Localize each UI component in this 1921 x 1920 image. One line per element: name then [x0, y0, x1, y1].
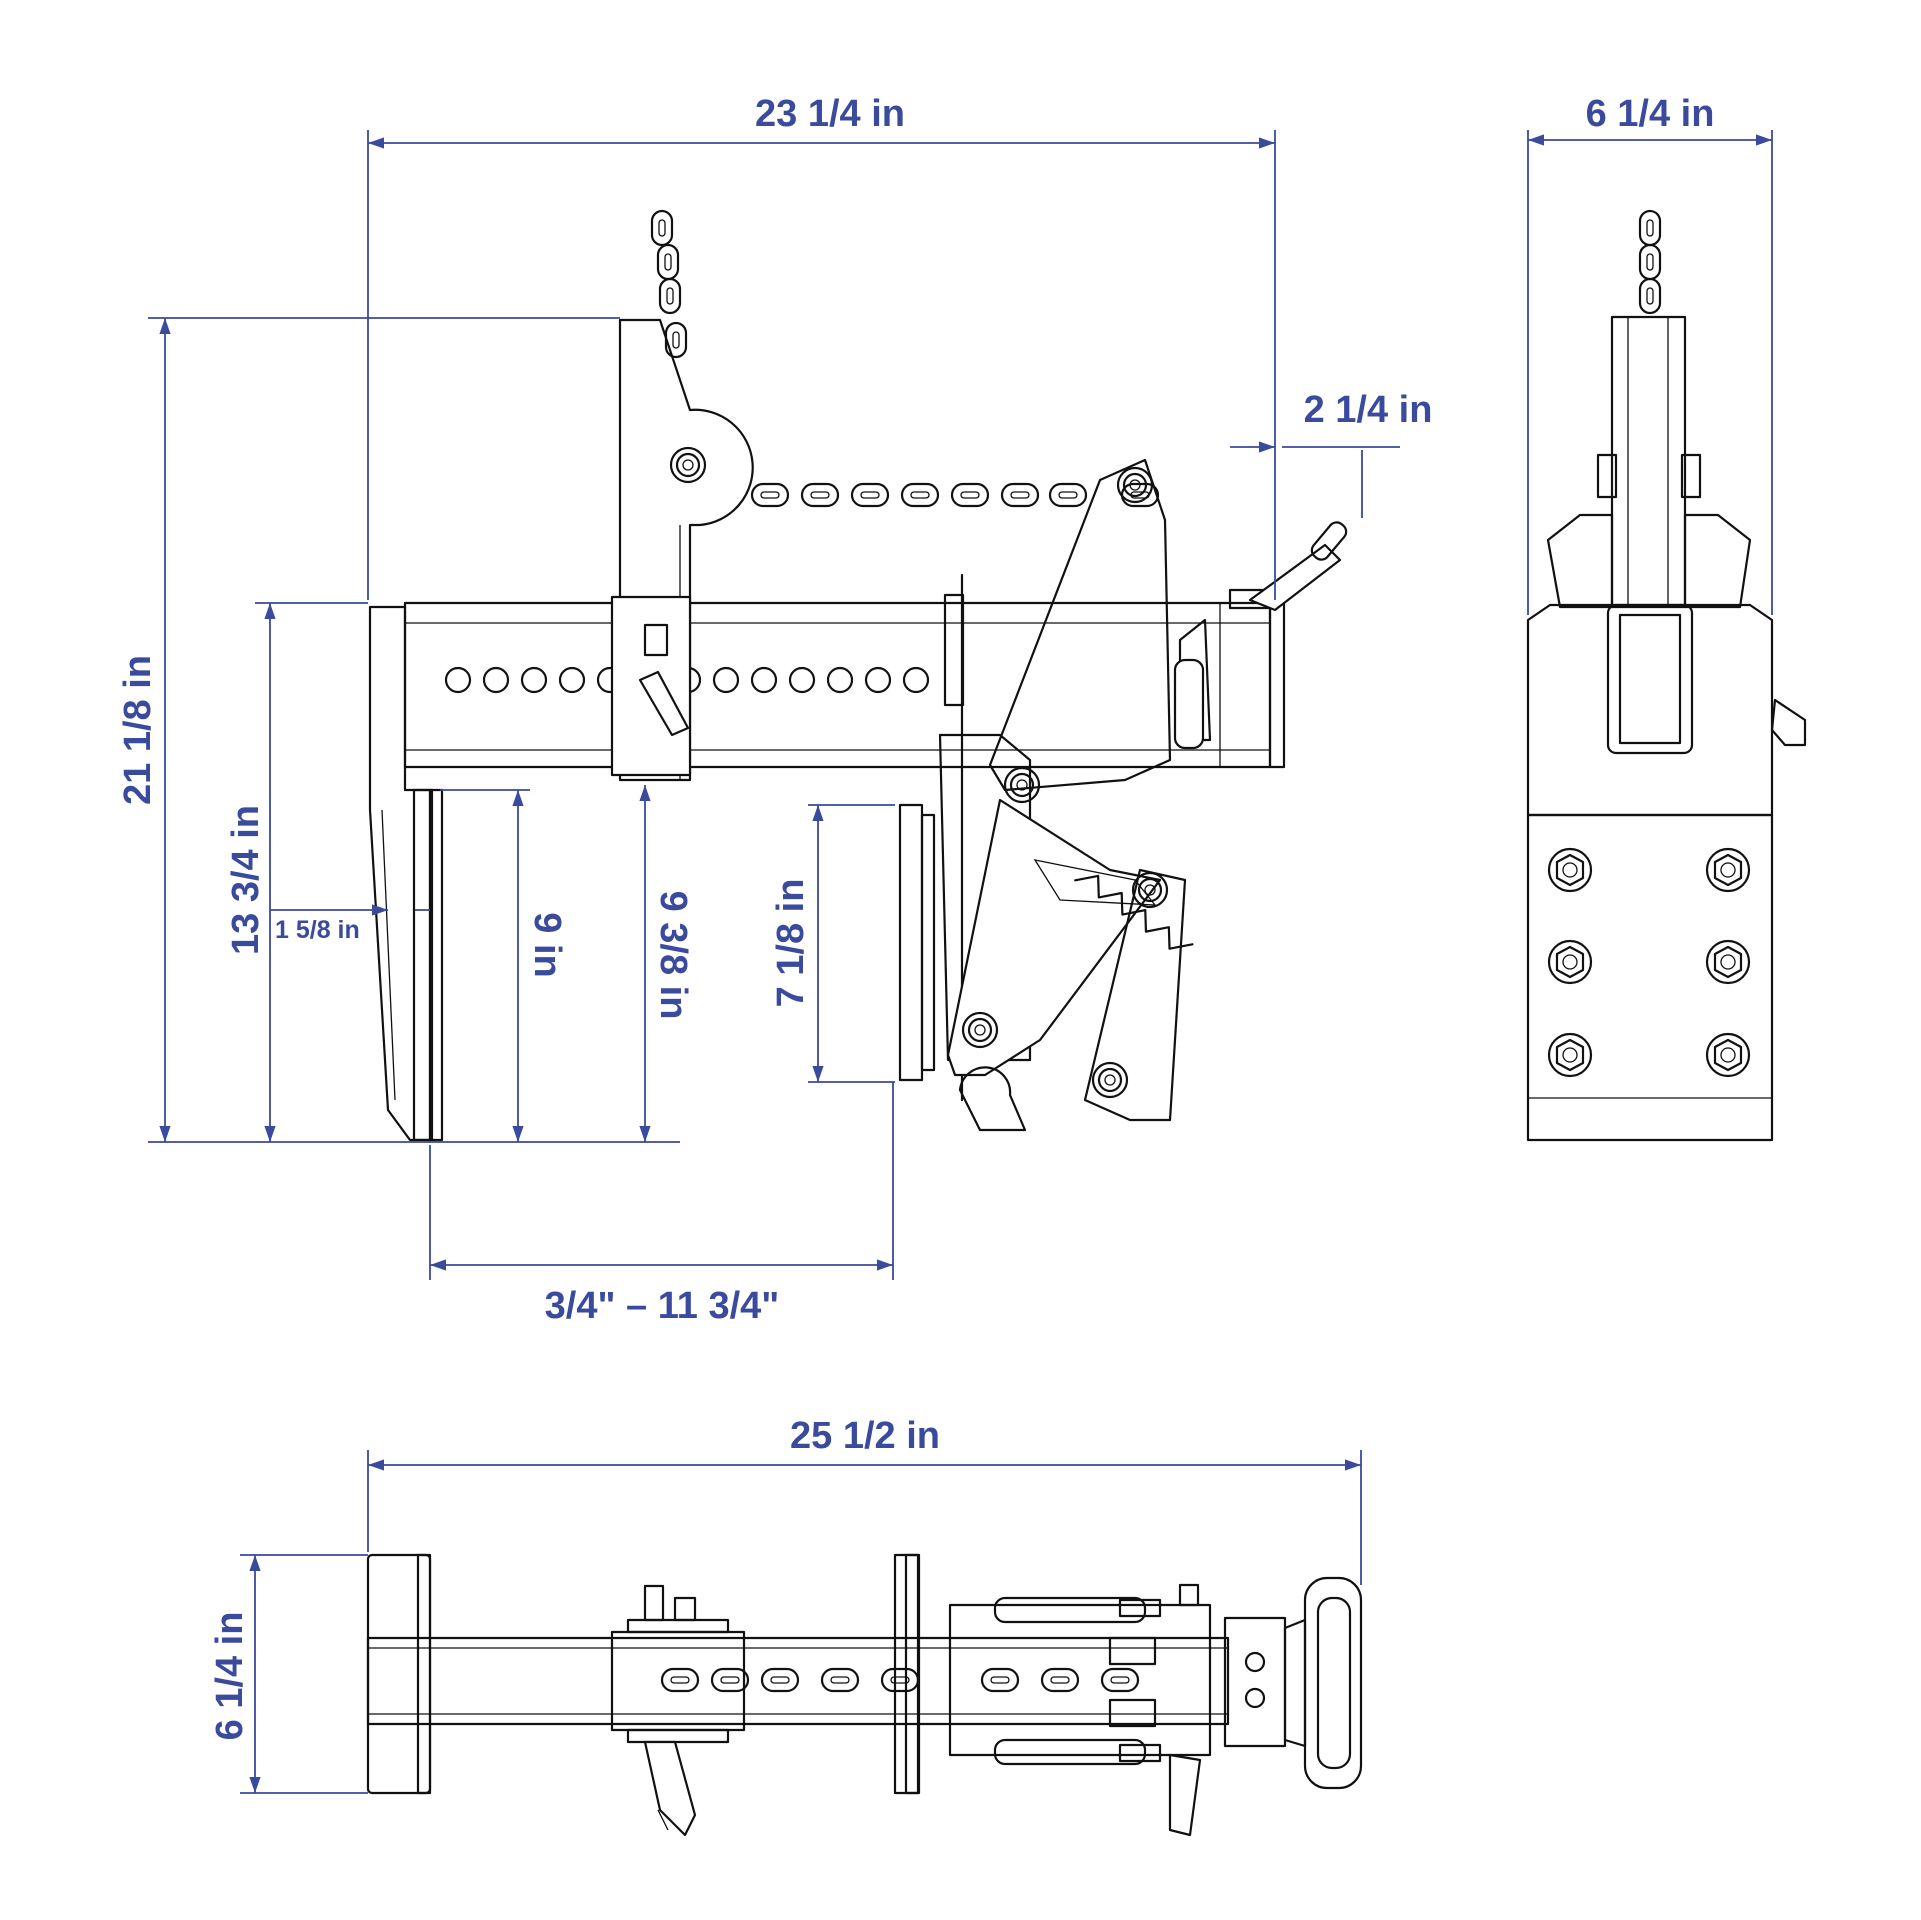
top-view-bracket [610, 1584, 746, 1837]
fixed-pad [412, 788, 434, 1142]
pad-offset-label: 1 5/8 in [275, 916, 360, 944]
top-view-length-label: 25 1/2 in [790, 1415, 940, 1457]
jaw-depth-label: 9 3/8 in [652, 891, 694, 1020]
movable-pad-height-label: 7 1/8 in [770, 879, 812, 1008]
top-chain [650, 209, 688, 359]
top-view-lever-assembly [948, 1583, 1212, 1837]
arm-height-label: 13 3/4 in [225, 805, 267, 955]
end-view [1526, 209, 1807, 1142]
end-view-dimensions: 6 1/4 in [1527, 93, 1773, 615]
side-view-dimensions: 23 1/4 in 21 1/8 in 13 3/4 in 1 5/8 in 9… [117, 93, 1432, 1327]
end-view-width-label: 6 1/4 in [1586, 93, 1715, 135]
top-view [366, 1553, 1363, 1837]
top-view-width-label: 6 1/4 in [209, 1612, 251, 1741]
lifting-bracket [610, 318, 754, 782]
jaw-opening-label: 3/4" – 11 3/4" [545, 1285, 780, 1327]
handle-projection-label: 2 1/4 in [1304, 389, 1433, 431]
end-view-bolts [1547, 847, 1751, 1078]
top-view-handle [1223, 1576, 1363, 1790]
top-view-fixed-pad [366, 1553, 432, 1795]
lever-arm [946, 458, 1212, 1132]
side-view [368, 209, 1348, 1142]
pad-height-label: 9 in [526, 912, 568, 977]
spring [1074, 874, 1194, 950]
top-view-movable-pad [893, 1553, 921, 1795]
release-handle [1228, 521, 1348, 612]
overall-height-label: 21 1/8 in [117, 655, 159, 805]
top-view-beam [366, 1636, 1230, 1726]
adjustment-holes [444, 666, 930, 694]
end-view-chain [1638, 209, 1662, 315]
overall-width-label: 23 1/4 in [755, 93, 905, 135]
top-view-dimensions: 25 1/2 in 6 1/4 in [209, 1415, 1362, 1794]
main-beam [403, 601, 1286, 769]
top-view-chain [660, 1667, 1140, 1693]
